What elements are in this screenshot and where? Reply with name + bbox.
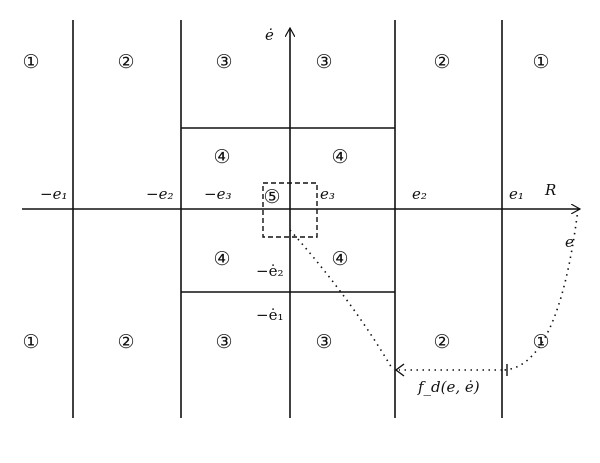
label-neg-e1: −e₁ (40, 185, 67, 203)
label-e3: e₃ (320, 185, 335, 203)
label-neg-e3: −e₃ (204, 185, 231, 203)
label-neg-e2: −e₂ (146, 185, 173, 203)
region-4-lower-right: ④ (331, 248, 348, 270)
curve-e-label: e (565, 233, 574, 251)
region-4-upper-right: ④ (331, 146, 348, 168)
fd-arrowhead (394, 363, 405, 377)
region-2-bottom-left: ② (117, 331, 134, 353)
region-4-lower-left: ④ (213, 248, 230, 270)
region-3-bottom-left: ③ (215, 331, 232, 353)
vertical-axis-label: ė (265, 26, 274, 44)
region-2-top-left: ② (117, 51, 134, 73)
trajectory-curve-left (289, 229, 394, 371)
region-5-dashed-box (262, 182, 318, 238)
region-1-bottom-right: ① (532, 331, 549, 353)
label-neg-edot1: −ė₁ (256, 306, 283, 324)
region-3-top-left: ③ (215, 51, 232, 73)
region-4-upper-left: ④ (213, 146, 230, 168)
region-5-center: ⑤ (263, 186, 280, 208)
label-e2: e₂ (412, 185, 427, 203)
region-3-bottom-right: ③ (315, 331, 332, 353)
trajectory-curve-right (501, 208, 579, 371)
region-1-top-left: ① (22, 51, 39, 73)
region-2-top-right: ② (433, 51, 450, 73)
label-e1: e₁ (509, 185, 524, 203)
label-neg-edot2: −ė₂ (256, 262, 283, 280)
region-1-top-right: ① (532, 51, 549, 73)
horizontal-axis-label: R (544, 181, 556, 199)
region-2-bottom-right: ② (433, 331, 450, 353)
fd-function-label: f_d(e, ė) (417, 378, 480, 396)
region-3-top-right: ③ (315, 51, 332, 73)
region-1-bottom-left: ① (22, 331, 39, 353)
